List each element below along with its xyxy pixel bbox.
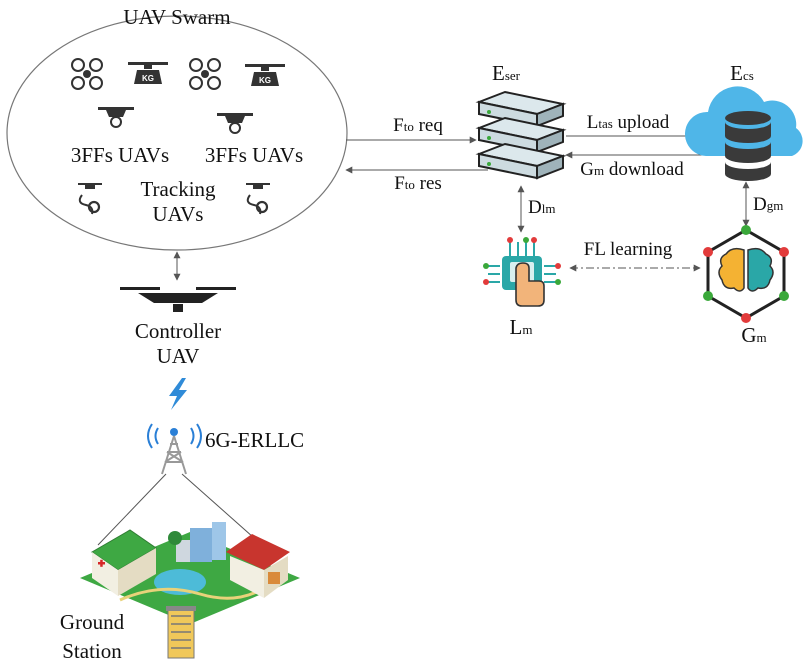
edge-server-label: Eser (492, 61, 521, 85)
cell-tower-icon (147, 423, 202, 475)
local-model-chip-icon (483, 237, 561, 307)
kg-label: KG (142, 74, 154, 83)
kg-label: KG (259, 76, 271, 85)
fl-learning-label: FL learning (584, 239, 673, 260)
lm-label: Lm (510, 315, 533, 339)
ground-station-illustration (80, 522, 300, 659)
dgm-label: Dgm (753, 194, 783, 215)
ground-label-line1: Ground (60, 610, 125, 634)
tracking-label-line1: Tracking (140, 177, 216, 201)
gm-download-label: Gm download (580, 159, 684, 180)
wireless-bolt-icon (169, 378, 187, 410)
ff-uavs-label-right: 3FFs UAVs (205, 143, 303, 167)
cloud-database-icon (684, 86, 803, 181)
dlm-label: Dlm (528, 197, 555, 218)
fto-req-label: Fto req (393, 115, 443, 136)
edge-server-icon (475, 90, 567, 180)
tracking-drone-icon (78, 183, 102, 215)
tracking-label-line2: UAVs (153, 202, 204, 226)
tower-ground-link-left (97, 473, 167, 546)
gm-label: Gm (741, 323, 766, 347)
camera-drone-icon (98, 107, 134, 128)
ltas-upload-label: Ltas upload (587, 112, 670, 133)
ff-uavs-label-left: 3FFs UAVs (71, 143, 169, 167)
camera-drone-icon (217, 113, 253, 134)
tracking-drone-icon (246, 183, 270, 215)
fto-res-label: Fto res (394, 173, 442, 194)
controller-uav-icon (120, 287, 236, 312)
controller-label-line1: Controller (135, 319, 221, 343)
swarm-title: UAV Swarm (123, 5, 230, 29)
edge-cloud-label: Ecs (730, 61, 754, 85)
cargo-drone-icon: KG (128, 62, 168, 84)
ground-label-line2: Station (62, 639, 122, 663)
global-model-brain-icon (703, 225, 789, 323)
quadcopter-icon (71, 58, 103, 90)
uav-swarm-group: UAV Swarm KG KG (6, 5, 348, 251)
tower-ground-link-right (181, 473, 263, 546)
quadcopter-icon (189, 58, 221, 90)
swarm-ellipse (6, 15, 348, 251)
cargo-drone-icon: KG (245, 64, 285, 86)
controller-label-line2: UAV (157, 344, 200, 368)
network-label: 6G-ERLLC (205, 428, 304, 452)
